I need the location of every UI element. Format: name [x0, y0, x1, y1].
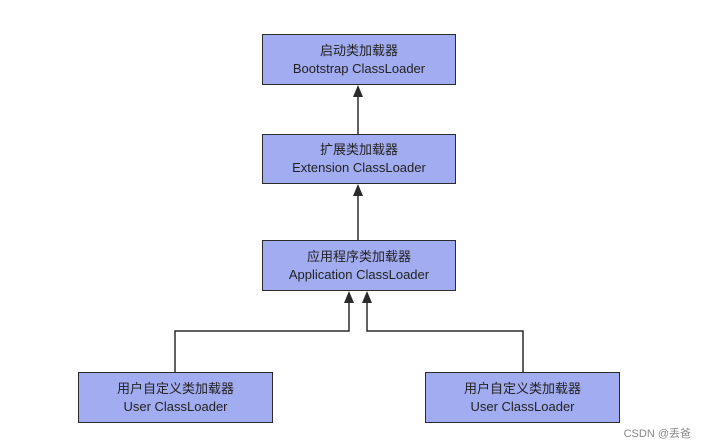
node-user-classloader-left: 用户自定义类加载器 User ClassLoader: [78, 372, 273, 423]
node-user-classloader-right: 用户自定义类加载器 User ClassLoader: [425, 372, 620, 423]
node-label-en: Bootstrap ClassLoader: [292, 60, 426, 76]
edge-user-right-to-application: [366, 302, 524, 372]
node-label-cn: 用户自定义类加载器: [116, 380, 234, 396]
node-label-cn: 扩展类加载器: [319, 142, 398, 157]
node-label-en: Extension ClassLoader: [292, 160, 426, 175]
arrowhead-application-left: [344, 291, 354, 303]
arrowhead-bootstrap: [353, 85, 363, 97]
arrowhead-extension: [353, 184, 363, 196]
arrowhead-application-right: [362, 291, 372, 303]
node-bootstrap-classloader: 启动类加载器 Bootstrap ClassLoader: [262, 34, 456, 85]
watermark-text: CSDN @丢爸: [623, 428, 691, 440]
node-label-cn: 用户自定义类加载器: [463, 380, 581, 396]
node-label-cn: 启动类加载器: [319, 42, 398, 58]
node-label-en: User ClassLoader: [123, 398, 228, 414]
node-extension-classloader: 扩展类加载器 Extension ClassLoader: [262, 134, 456, 184]
node-application-classloader: 应用程序类加载器 Application ClassLoader: [262, 240, 456, 291]
node-label-en: Application ClassLoader: [288, 266, 430, 282]
node-label-en: User ClassLoader: [470, 398, 575, 414]
edge-user-left-to-application: [174, 302, 350, 372]
node-label-cn: 应用程序类加载器: [306, 248, 411, 264]
